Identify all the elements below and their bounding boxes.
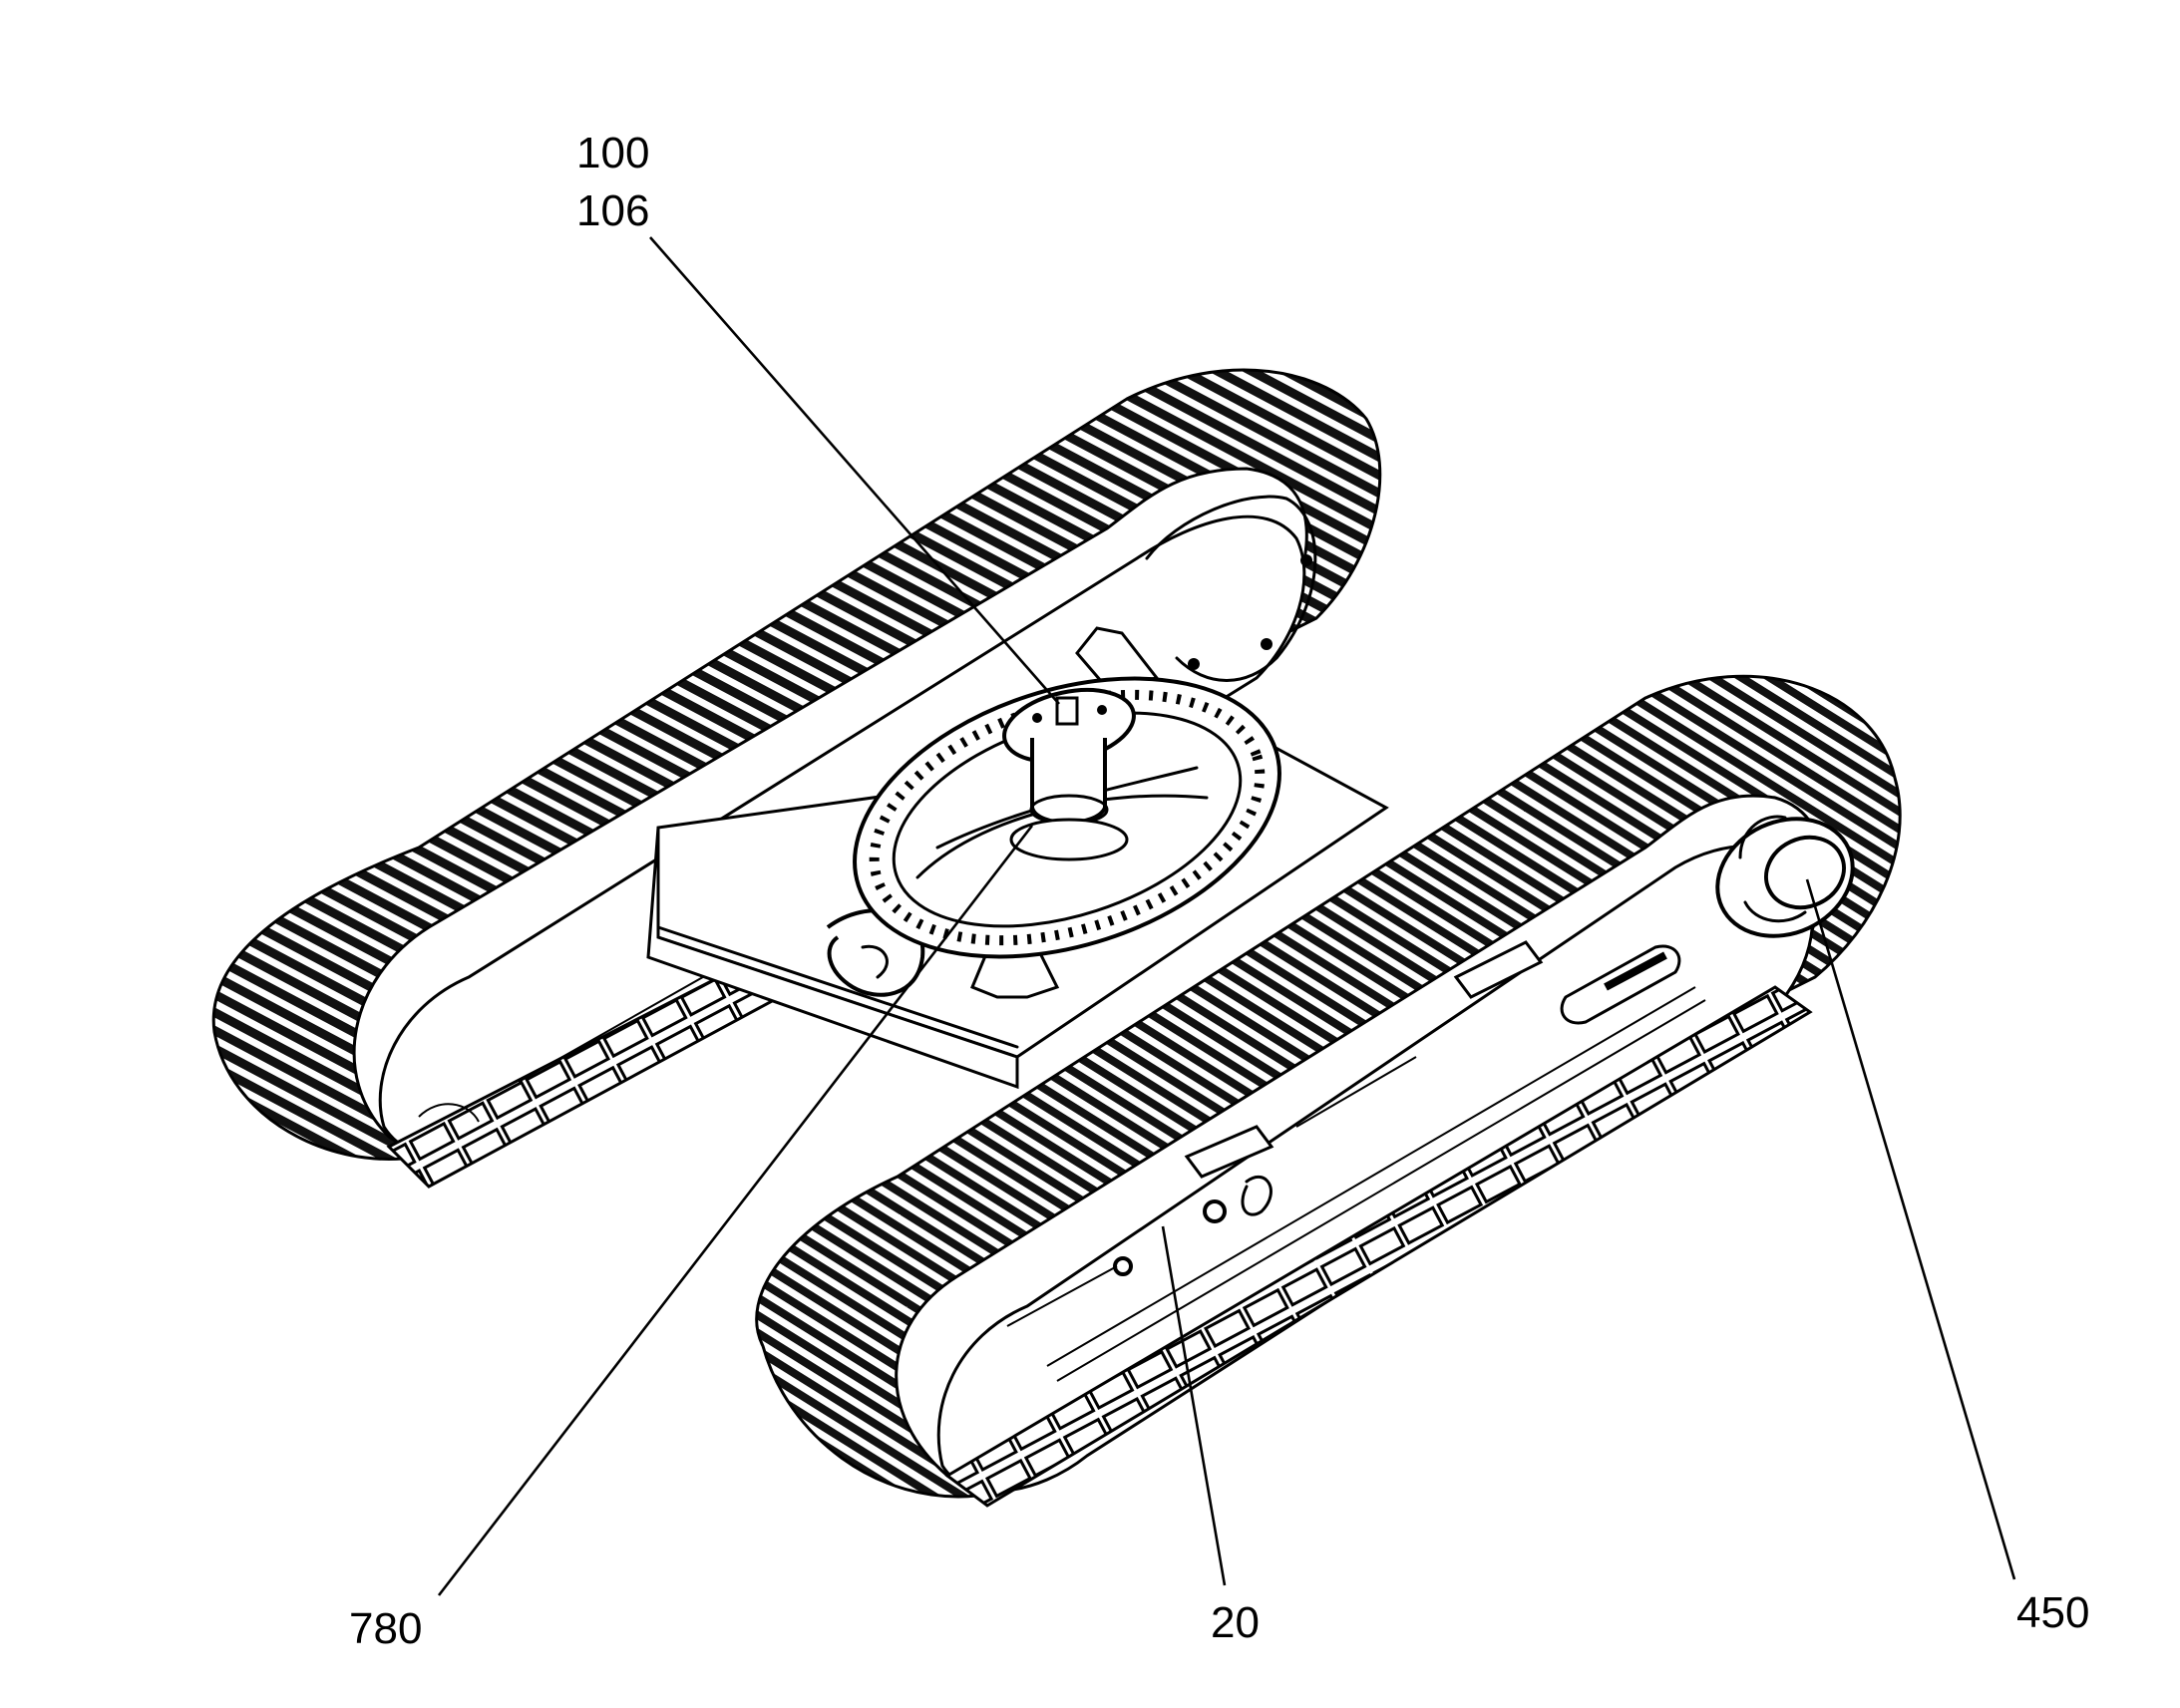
leader-lines — [437, 236, 2016, 1596]
swivel-body — [1030, 738, 1107, 825]
reference-label-450: 450 — [2016, 1588, 2090, 1637]
slewing-ring-teeth — [869, 689, 1266, 946]
swivel-base — [1009, 818, 1129, 861]
reference-label-780: 780 — [349, 1604, 423, 1653]
reference-label-100: 100 — [576, 129, 650, 177]
car-body-front-face — [646, 827, 1019, 1090]
rear-track-rollers — [418, 956, 739, 1123]
bolt-dot — [1300, 554, 1312, 566]
bolt-dot — [1188, 658, 1200, 670]
reference-label-106: 106 — [576, 186, 650, 235]
rear-track-belt — [211, 368, 1382, 1161]
tow-hook-eye — [861, 944, 889, 979]
frame-guard-2 — [1453, 940, 1544, 999]
frame-hole — [1203, 1199, 1227, 1223]
bolt-dot — [1261, 638, 1272, 650]
frame-guard-1 — [1184, 1125, 1274, 1179]
rear-idler-guard — [1145, 495, 1317, 682]
leader-line-780 — [437, 825, 1034, 1596]
front-track-roller-rail — [1046, 986, 1706, 1382]
final-drive-detail — [1738, 815, 1807, 923]
frame-highlight — [1006, 1056, 1417, 1327]
slewing-ring — [853, 676, 1281, 959]
leader-line-100-106 — [649, 236, 1060, 705]
car-body-edge — [656, 925, 1019, 1049]
front-track — [755, 674, 1902, 1508]
adjuster-spring — [1604, 951, 1667, 991]
frame-hole — [1113, 1256, 1133, 1276]
bolt-dot — [1097, 705, 1107, 715]
front-track-shoes — [944, 985, 1813, 1508]
reference-label-20: 20 — [1211, 1598, 1260, 1647]
leader-line-450 — [1805, 878, 2016, 1580]
swivel-port — [1055, 696, 1079, 726]
frame-lug — [1241, 1175, 1272, 1216]
leader-line-20 — [1161, 1225, 1227, 1586]
bolt-dot — [1032, 713, 1042, 723]
final-drive-hub — [1764, 835, 1846, 910]
